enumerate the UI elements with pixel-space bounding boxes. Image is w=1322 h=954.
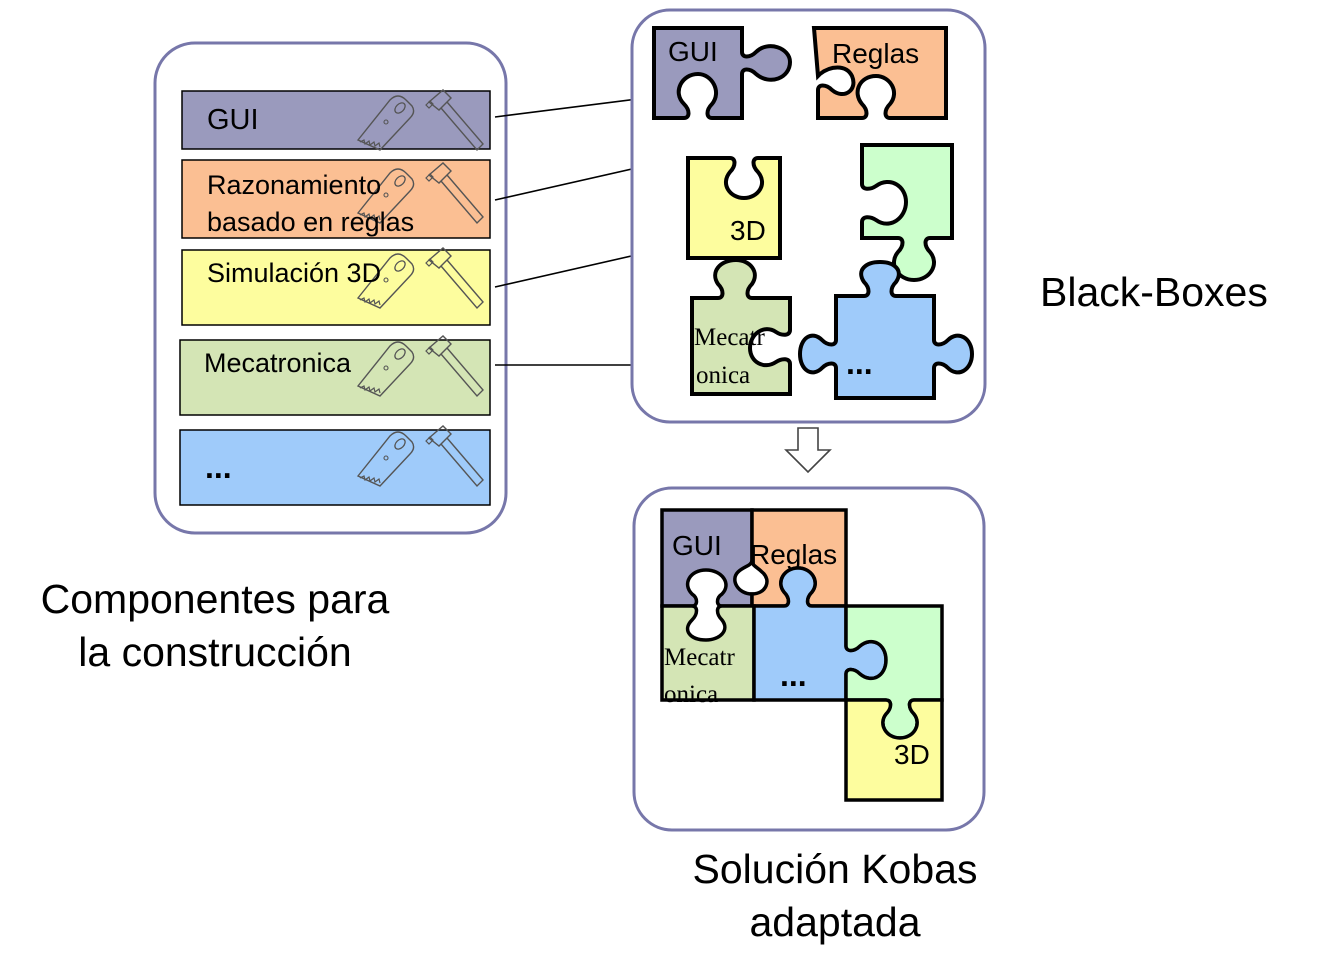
component-bar-label: Mecatronica <box>204 348 352 378</box>
puzzle-label-line2: onica <box>696 362 750 389</box>
solution-caption: Solución Kobas adaptada <box>640 843 1030 949</box>
solution-piece-mecatronica: Mecatr onica <box>660 604 756 708</box>
solution-caption-line1: Solución Kobas <box>692 846 978 892</box>
puzzle-shape <box>660 508 754 608</box>
puzzle-piece-green <box>860 143 954 283</box>
arrow-gui <box>494 93 647 118</box>
solution-caption-line2: adaptada <box>749 899 921 945</box>
puzzle-label: ... <box>780 657 807 693</box>
component-bar-label: Razonamiento <box>207 170 381 200</box>
puzzle-label: Reglas <box>750 539 837 570</box>
puzzle-piece-gui: GUI <box>652 26 793 120</box>
puzzle-label: 3D <box>730 215 766 246</box>
puzzle-shape <box>860 143 954 283</box>
component-bar-bg <box>179 339 491 416</box>
puzzle-piece-mecatronica: Mecatr onica <box>690 257 792 396</box>
down-arrow-icon <box>784 427 832 474</box>
component-bar-label: Simulación 3D <box>207 258 381 288</box>
components-caption-line1: Componentes para <box>40 576 390 622</box>
black-boxes-caption: Black-Boxes <box>1040 266 1310 319</box>
puzzle-piece-more: ... <box>797 259 975 400</box>
puzzle-label: Mecatr <box>694 324 765 351</box>
components-caption: Componentes para la construcción <box>0 573 430 679</box>
puzzle-shape <box>660 604 756 702</box>
puzzle-shape <box>811 26 948 120</box>
puzzle-label: 3D <box>894 739 930 770</box>
component-bar-bg <box>181 90 491 150</box>
puzzle-label: Mecatr <box>664 644 735 671</box>
puzzle-label: Reglas <box>832 38 919 69</box>
solution-piece-gui: GUI <box>660 508 754 608</box>
puzzle-shape <box>686 156 782 260</box>
components-caption-line2: la construcción <box>78 629 352 675</box>
component-bar-label-line2: basado en reglas <box>207 207 414 237</box>
black-boxes-caption-text: Black-Boxes <box>1040 269 1268 315</box>
solution-piece-3d: 3D <box>844 698 944 802</box>
component-bar-mecatronica: Mecatronica <box>179 335 491 416</box>
puzzle-label: GUI <box>668 36 718 67</box>
puzzle-piece-reglas: Reglas <box>811 26 948 120</box>
puzzle-shape <box>652 26 793 120</box>
component-bar-label: ... <box>205 449 232 485</box>
puzzle-label: GUI <box>672 530 722 561</box>
component-bar-bg <box>179 429 491 506</box>
puzzle-shape <box>797 259 975 400</box>
component-bar-reglas: Razonamiento basado en reglas <box>181 159 491 239</box>
component-bar-label: GUI <box>207 104 259 136</box>
puzzle-piece-3d: 3D <box>686 156 782 260</box>
puzzle-shape <box>844 698 944 802</box>
solution-puzzle: GUI Reglas Mecatr onica ... 3D <box>660 508 944 802</box>
puzzle-label: ... <box>846 345 873 381</box>
component-bar-gui: GUI <box>181 89 491 151</box>
component-bar-3d: Simulación 3D <box>181 247 491 326</box>
component-bar-more: ... <box>179 425 491 506</box>
component-bar-bg <box>181 249 491 326</box>
component-bar-bg <box>181 159 491 239</box>
puzzle-label-line2: onica <box>664 681 718 708</box>
puzzle-shape <box>690 257 792 396</box>
